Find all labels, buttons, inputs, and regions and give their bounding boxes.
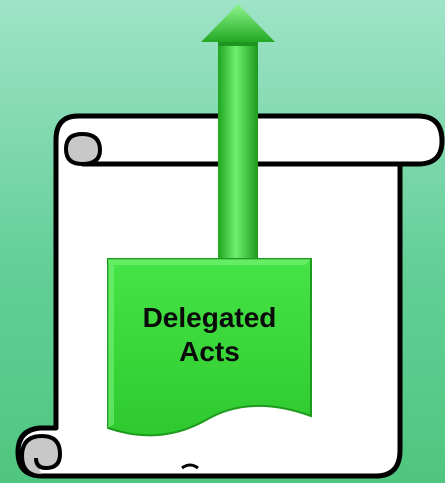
document-title-line2: Acts: [179, 336, 240, 367]
up-arrow-icon: [201, 4, 275, 264]
scroll-top-curl: [63, 131, 103, 167]
scroll-bottom-curl: [20, 434, 62, 478]
document-icon: [107, 258, 312, 437]
arrow-shaft: [218, 38, 258, 264]
document-title-line1: Delegated: [142, 302, 277, 333]
arrow-head-shadow: [201, 42, 275, 46]
scroll-bottom-notch: [181, 463, 199, 470]
arrow-head: [201, 4, 275, 42]
document-title: Delegated Acts: [108, 301, 311, 369]
